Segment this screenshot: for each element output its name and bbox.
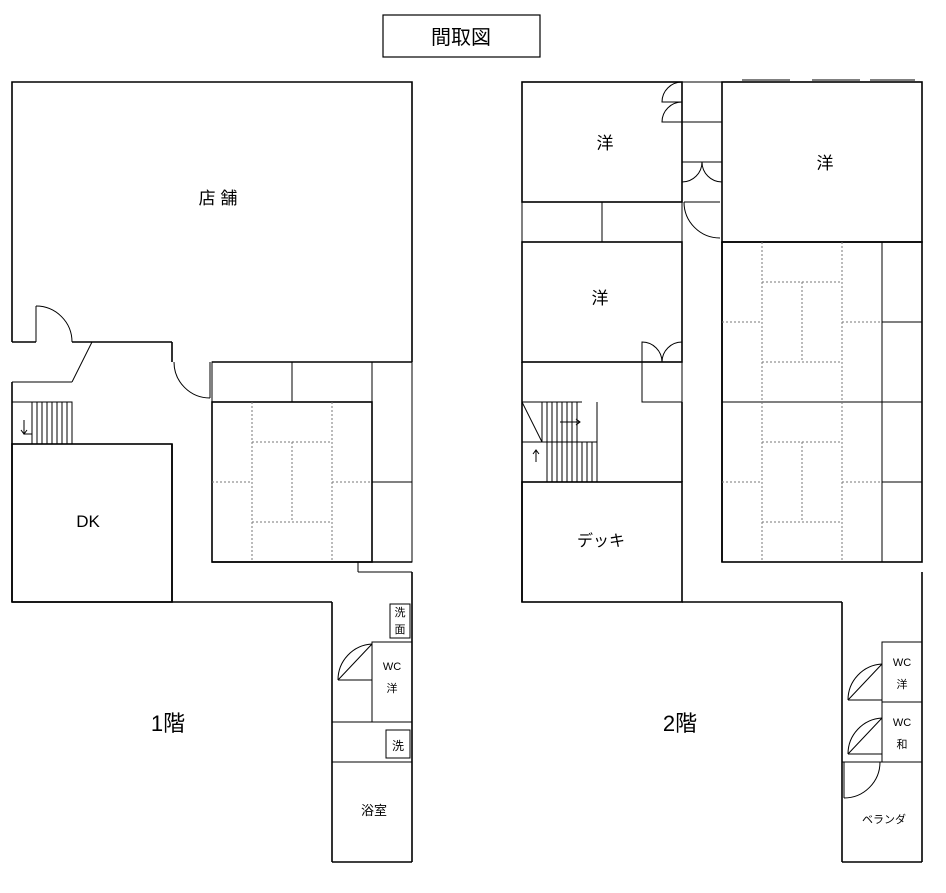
label-store: 店 舗 [199,189,238,208]
label-wc-western-b: 洋 [897,677,908,691]
label-wc-western-a: WC [893,657,911,669]
label-washbasin-b: 面 [395,624,406,636]
label-deck: デッキ [577,531,625,550]
title-box [382,14,541,58]
laundry-box [385,729,411,759]
washbasin-box [389,603,411,639]
floor-1-plan [11,81,413,863]
wc-japanese [881,701,923,763]
label-wc-japanese-b: 和 [897,738,908,751]
label-wc-b: 洋 [387,681,398,695]
floor-2-tatami-rooms [721,241,923,563]
store-walls [11,81,413,362]
floor-1-stairs [12,401,73,445]
label-dk: DK [76,512,100,531]
floor-1-wc [371,641,413,723]
label-western-2: 洋 [817,154,834,173]
wc-western [881,641,923,703]
floor-2-stairs [521,401,598,482]
floor-1-tatami-room [211,401,373,563]
label-western-1: 洋 [597,134,614,153]
page-title: 間取図 [431,27,491,49]
floor-1-label: 1階 [151,711,185,736]
floor-2-plan [521,79,923,863]
label-wc-japanese-a: WC [893,717,911,729]
deck-area [521,481,683,603]
label-washbasin-a: 洗 [395,606,406,619]
western-room-3 [521,241,683,363]
label-veranda: ベランダ [862,812,906,826]
floor-2-label: 2階 [663,711,697,736]
label-laundry: 洗 [392,739,404,753]
label-western-3: 洋 [592,289,609,308]
label-wc-a: WC [383,661,401,673]
label-bath: 浴室 [361,803,387,818]
